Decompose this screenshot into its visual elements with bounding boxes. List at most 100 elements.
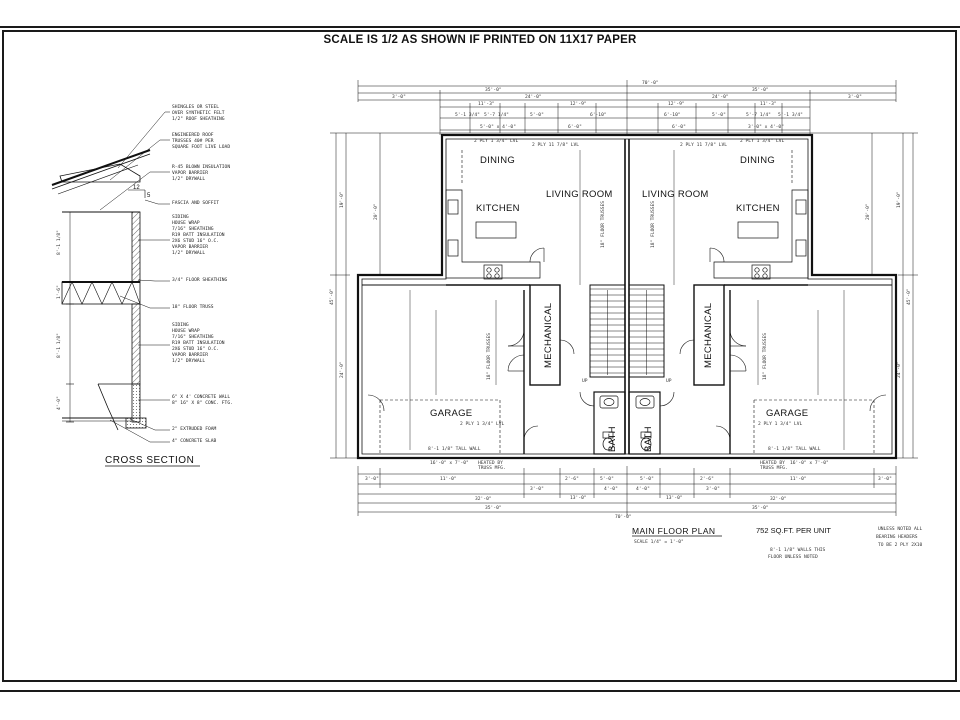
dim-bot-1b: 11'-0"	[440, 476, 457, 482]
dim-bot-half-left: 35'-0"	[485, 505, 502, 511]
cross-section-title: CROSS SECTION	[105, 455, 194, 466]
truss-note-right: 18" FLOOR TRUSSES	[650, 201, 656, 248]
dim-bot-2f: 13'-0"	[666, 495, 683, 501]
heat-note-left: HEATED BY	[478, 460, 503, 466]
truss-note-garage-right: 18" FLOOR TRUSSES	[762, 333, 768, 380]
dim-window-left: 5'-0" x 4'-0"	[480, 124, 516, 130]
dim-left-overall: 45'-0"	[329, 288, 335, 305]
walls-note-2: FLOOR UNLESS NOTED	[768, 554, 818, 560]
heat-note-right: HEATED BY	[760, 460, 785, 466]
cross-section-note: 8" 16" X 8" CONC. FTG.	[172, 400, 233, 406]
height-upper-wall: 8'-1 1/8"	[56, 230, 62, 255]
height-foundation: 4'-0"	[56, 396, 62, 410]
plan-scale-note: SCALE 1/4" = 1'-0"	[634, 539, 684, 545]
cross-section-note: ENGINEERED ROOF	[172, 132, 214, 138]
cross-section-note: 1/2" DRYWALL	[172, 176, 205, 182]
cross-section-note: 2" EXTRUDED FOAM	[172, 426, 216, 432]
cross-section-note: HOUSE WRAP	[172, 220, 200, 226]
garage-door-left: 16'-0" x 7'-0"	[430, 460, 469, 466]
dim-bot-3b: 32'-0"	[770, 496, 787, 502]
cross-section-note: R19 BATT INSULATION	[172, 232, 225, 238]
floor-plan-drawing: 70'-0" 35'-0" 35'-0" 3'-0" 24'-0" 24'-0"…	[329, 80, 922, 560]
room-dining-left: DINING	[480, 155, 515, 166]
dim-bot-half-right: 35'-0"	[752, 505, 769, 511]
cross-section-drawing: 12 5 8'-1 1/8" 1'-6" 8'-1 1/8" 4'-0"	[51, 104, 233, 467]
cross-section-note: 2X6 STUD 16" O.C.	[172, 238, 219, 244]
cross-section-note: 6" X 4' CONCRETE WALL	[172, 394, 230, 400]
slope-run: 12	[133, 185, 140, 191]
dim-bot-overall: 70'-0"	[615, 514, 632, 520]
room-living-right: LIVING ROOM	[642, 189, 709, 200]
sheet-border	[2, 30, 957, 682]
cross-section-note: SHINGLES OR STEEL	[172, 104, 219, 110]
room-dining-right: DINING	[740, 155, 775, 166]
top-sheet-strip	[0, 0, 960, 28]
dim-bot-1d: 5'-0"	[600, 476, 614, 482]
room-kitchen-left: KITCHEN	[476, 203, 520, 214]
dim-row4-g: 5'-7 1/4"	[746, 112, 771, 118]
cross-section-note: 3/4" FLOOR SHEATHING	[172, 277, 228, 283]
cross-section-note: R19 BATT INSULATION	[172, 340, 225, 346]
cross-section-note: 1/2" DRYWALL	[172, 358, 205, 364]
dim-top-right-a: 3'-0"	[848, 94, 862, 100]
cross-section-note: VAPOR BARRIER	[172, 170, 208, 176]
dim-bot-2c: 4'-0"	[636, 486, 650, 492]
dim-top-half-right: 35'-0"	[752, 87, 769, 93]
dim-left-upper: 19'-0"	[339, 191, 345, 208]
stair-up-right: UP	[666, 378, 672, 384]
dim-bot-1e: 5'-0"	[640, 476, 654, 482]
beam-note-left: 2 PLY 11 7/8" LVL	[532, 142, 579, 148]
dim-right-overall: 45'-0"	[906, 288, 912, 305]
room-garage-left: GARAGE	[430, 408, 472, 419]
cross-section-note: OVER SYNTHETIC FELT	[172, 110, 225, 116]
dim-left-lower: 24'-0"	[339, 361, 345, 378]
cross-section-note: 1/2" DRYWALL	[172, 250, 205, 256]
dim-bot-2d: 3'-0"	[706, 486, 720, 492]
dim-bot-2a: 3'-0"	[530, 486, 544, 492]
room-mechanical-right: MECHANICAL	[703, 303, 714, 368]
dim-row4-f: 5'-0"	[712, 112, 726, 118]
truss-note-garage-left: 18" FLOOR TRUSSES	[486, 333, 492, 380]
dim-top-left-b: 24'-0"	[525, 94, 542, 100]
beam-note-garage-left: 2 PLY 1 3/4" LVL	[460, 421, 504, 427]
cross-section-note: SQUARE FOOT LIVE LOAD	[172, 144, 230, 150]
dim-row4-c: 5'-0"	[530, 112, 544, 118]
room-garage-right: GARAGE	[766, 408, 808, 419]
plan-title: MAIN FLOOR PLAN	[632, 526, 715, 536]
dim-bot-3a: 32'-0"	[475, 496, 492, 502]
cross-section-note: 2X6 STUD 16" O.C.	[172, 346, 219, 352]
room-bath-right: BATH	[643, 426, 654, 452]
cross-section-note: TRUSSES 40# PER	[172, 138, 214, 144]
cross-section-note: HOUSE WRAP	[172, 328, 200, 334]
cross-section-note: 1/2" ROOF SHEATHING	[172, 116, 225, 122]
cross-section-note: FASCIA AND SOFFIT	[172, 200, 219, 206]
cross-section-note: R-45 BLOWN INSULATION	[172, 164, 230, 170]
dim-top-right-b: 24'-0"	[712, 94, 729, 100]
dim-row3-a: 11'-3"	[478, 101, 495, 107]
dim-bot-1g: 11'-0"	[790, 476, 807, 482]
plan-area-note: 752 SQ.FT. PER UNIT	[756, 526, 831, 535]
dim-right-upper: 19'-0"	[896, 191, 902, 208]
heat-note-left-b: TRUSS MFG.	[478, 465, 506, 471]
stair-up-left: UP	[582, 378, 588, 384]
heat-note-right-b: TRUSS MFG.	[760, 465, 788, 471]
dim-bot-1h: 3'-0"	[878, 476, 892, 482]
garage-wall-note-left: 8'-1 1/8" TALL WALL	[428, 446, 481, 452]
dim-row3-b: 12'-9"	[570, 101, 587, 107]
room-bath-left: BATH	[607, 426, 618, 452]
dim-row3-d: 11'-3"	[760, 101, 777, 107]
cross-section-note: 7/16" SHEATHING	[172, 226, 214, 232]
header-note-2: BEARING HEADERS	[876, 534, 918, 540]
cross-section-note: 7/16" SHEATHING	[172, 334, 214, 340]
cross-section-note: 18" FLOOR TRUSS	[172, 304, 214, 310]
sheet-header: SCALE IS 1/2 AS SHOWN IF PRINTED ON 11X1…	[323, 34, 637, 46]
header-note-1: UNLESS NOTED ALL	[878, 526, 922, 532]
dim-right-lower: 24'-0"	[896, 361, 902, 378]
walls-note-1: 8'-1 1/8" WALLS THIS	[770, 547, 826, 553]
dim-row3-c: 12'-9"	[668, 101, 685, 107]
dim-bot-1c: 2'-6"	[565, 476, 579, 482]
height-lower-wall: 8'-1 1/8"	[56, 333, 62, 358]
cross-section-note: SIDING	[172, 322, 189, 328]
